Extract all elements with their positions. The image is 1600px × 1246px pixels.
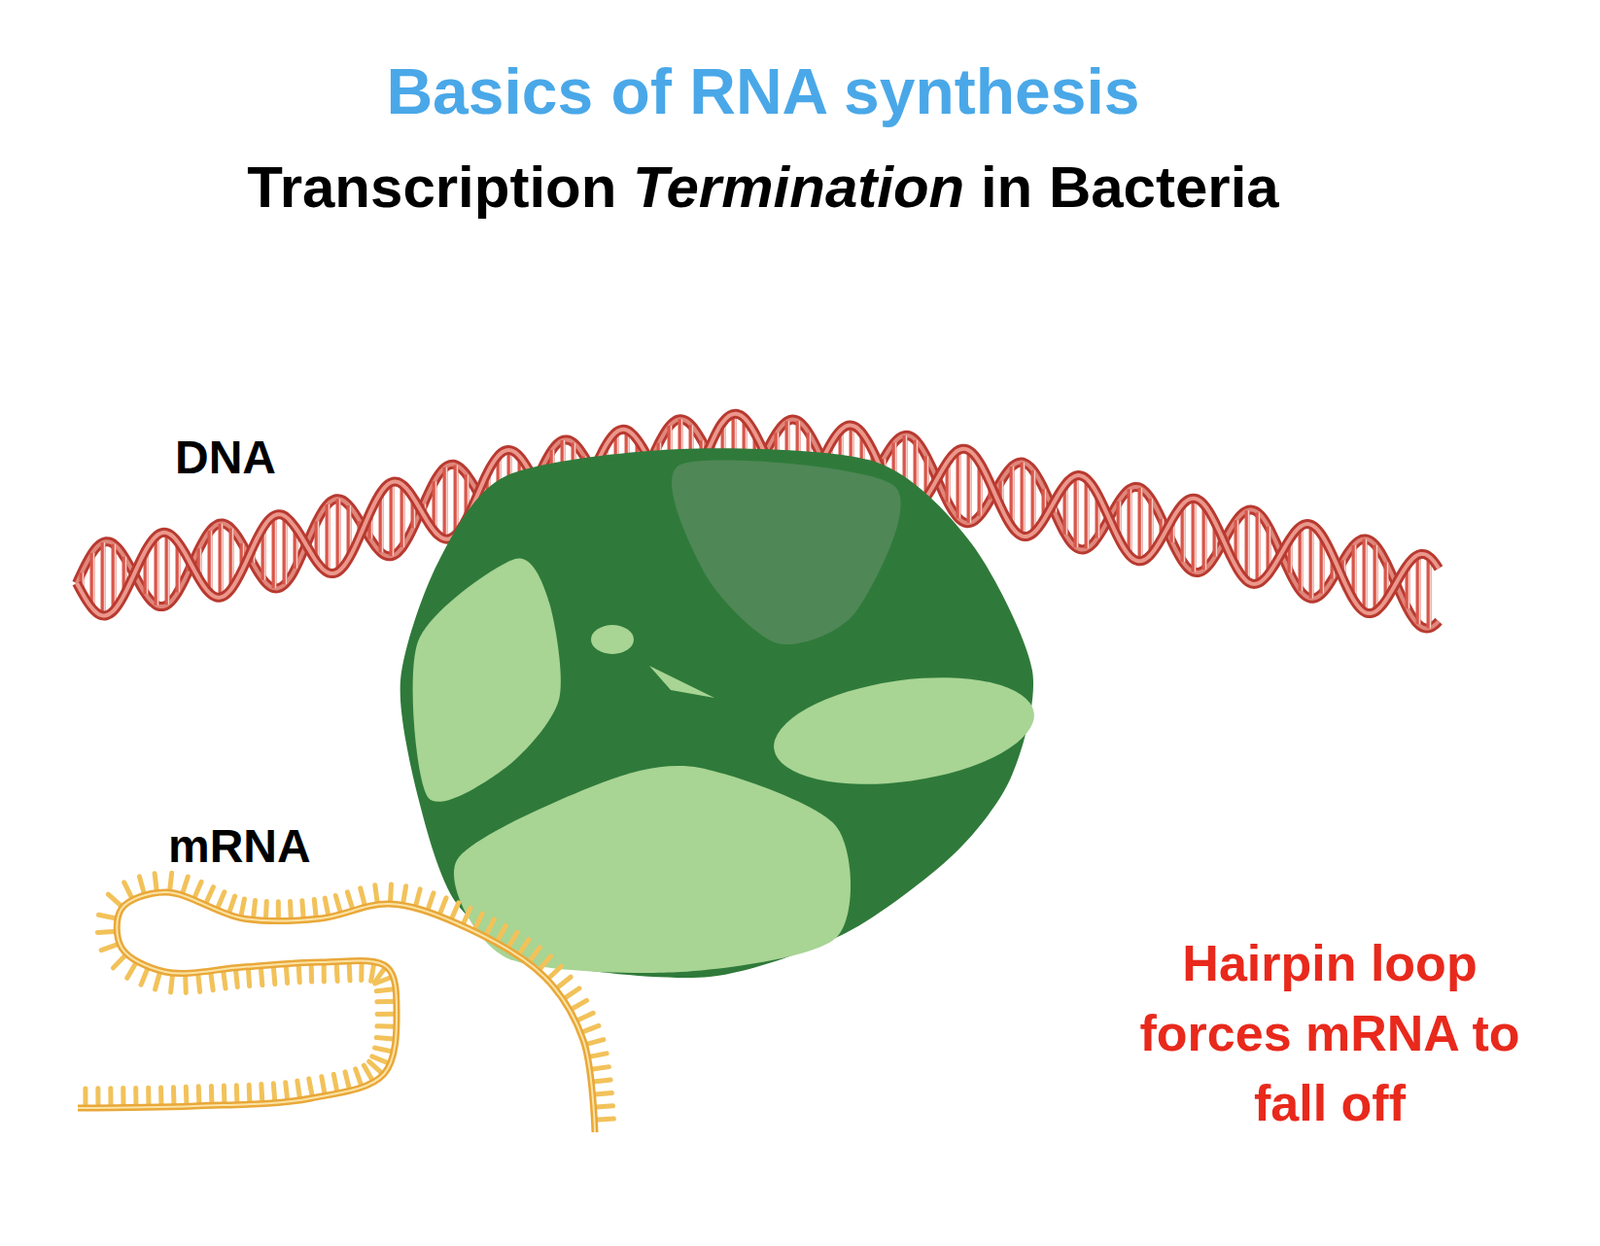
base-pair — [382, 491, 384, 553]
base-pair — [210, 530, 213, 593]
base-pair — [1301, 526, 1304, 592]
base-pair — [1023, 462, 1026, 537]
base-pair — [1255, 512, 1261, 584]
base-pair — [1258, 512, 1261, 584]
base-pair — [392, 482, 395, 557]
base-pair — [970, 450, 973, 523]
polymerase-lobe — [766, 662, 1042, 800]
subtitle: Transcription Termination in Bacteria — [246, 153, 1279, 221]
note: Hairpin loop forces mRNA to fall off — [1115, 928, 1544, 1139]
subtitle-word: Termination — [632, 154, 981, 220]
base-pair — [275, 516, 278, 590]
base-pair — [1183, 504, 1186, 563]
polymerase-lobe — [649, 665, 715, 698]
base-pair — [1130, 488, 1133, 556]
rna-polymerase — [400, 448, 1042, 978]
base-pair — [104, 542, 106, 616]
base-pair — [1191, 498, 1197, 573]
base-pair — [339, 498, 342, 572]
base-pair — [443, 467, 449, 540]
part-label: DNA — [174, 430, 277, 485]
subtitle-word: Bacteria — [1048, 154, 1280, 220]
base-pair — [1194, 498, 1197, 573]
base-pair — [1031, 470, 1037, 533]
base-pair — [1066, 484, 1069, 535]
base-pair — [456, 465, 459, 535]
base-pair — [403, 485, 406, 548]
base-pair — [325, 504, 331, 573]
subtitle-word: Transcription — [246, 154, 633, 220]
base-pair — [154, 535, 160, 605]
base-pair — [165, 532, 171, 605]
part-label: mRNA — [168, 819, 312, 873]
base-pair — [959, 450, 962, 519]
base-pair — [446, 467, 449, 540]
base-pair — [1376, 545, 1379, 612]
base-pair — [282, 516, 288, 585]
base-pair — [101, 542, 106, 616]
polymerase-lobe — [671, 460, 902, 646]
base-pair — [157, 535, 160, 605]
base-pair — [967, 450, 973, 523]
base-pair — [400, 485, 406, 548]
polymerase-lobe — [453, 765, 851, 974]
base-pair — [1248, 510, 1251, 582]
base-pair — [285, 516, 288, 585]
base-pair — [1245, 510, 1251, 582]
base-pair — [389, 482, 395, 557]
base-pair — [208, 530, 213, 593]
base-pair — [1416, 555, 1422, 625]
base-pair — [168, 532, 171, 605]
base-pair — [1077, 475, 1079, 548]
base-pair — [93, 553, 96, 609]
base-pair — [1141, 487, 1144, 561]
base-pair — [328, 504, 331, 573]
base-pair — [1362, 538, 1368, 612]
mrna-strand — [77, 872, 614, 1133]
base-pair — [221, 523, 224, 598]
mrna-backbone — [77, 892, 595, 1133]
base-pair — [1429, 556, 1432, 628]
base-pair — [1034, 470, 1037, 533]
title: Basics of RNA synthesis — [385, 54, 1140, 129]
base-pair — [272, 516, 278, 590]
base-pair — [1419, 555, 1422, 625]
base-pair — [336, 498, 342, 572]
base-pair — [435, 481, 438, 532]
base-pair — [1012, 466, 1015, 527]
base-pair — [1087, 479, 1090, 549]
polymerase-lobe — [591, 625, 634, 655]
base-pair — [1365, 538, 1368, 612]
base-pair — [1084, 479, 1090, 549]
mrna-backbone — [77, 892, 595, 1133]
base-pair — [1312, 524, 1315, 599]
base-pair — [1355, 545, 1357, 601]
base-pair — [1373, 545, 1379, 612]
base-pair — [1020, 462, 1026, 537]
base-pair — [1426, 556, 1432, 628]
base-pair — [1074, 475, 1079, 548]
base-pair — [218, 523, 224, 598]
polymerase-lobe — [413, 557, 561, 801]
base-pair — [453, 465, 459, 535]
base-pair — [1138, 487, 1144, 561]
base-pair — [1309, 524, 1315, 599]
base-pair — [956, 450, 962, 519]
base-pair — [1298, 526, 1304, 592]
subtitle-word: in — [980, 154, 1049, 220]
